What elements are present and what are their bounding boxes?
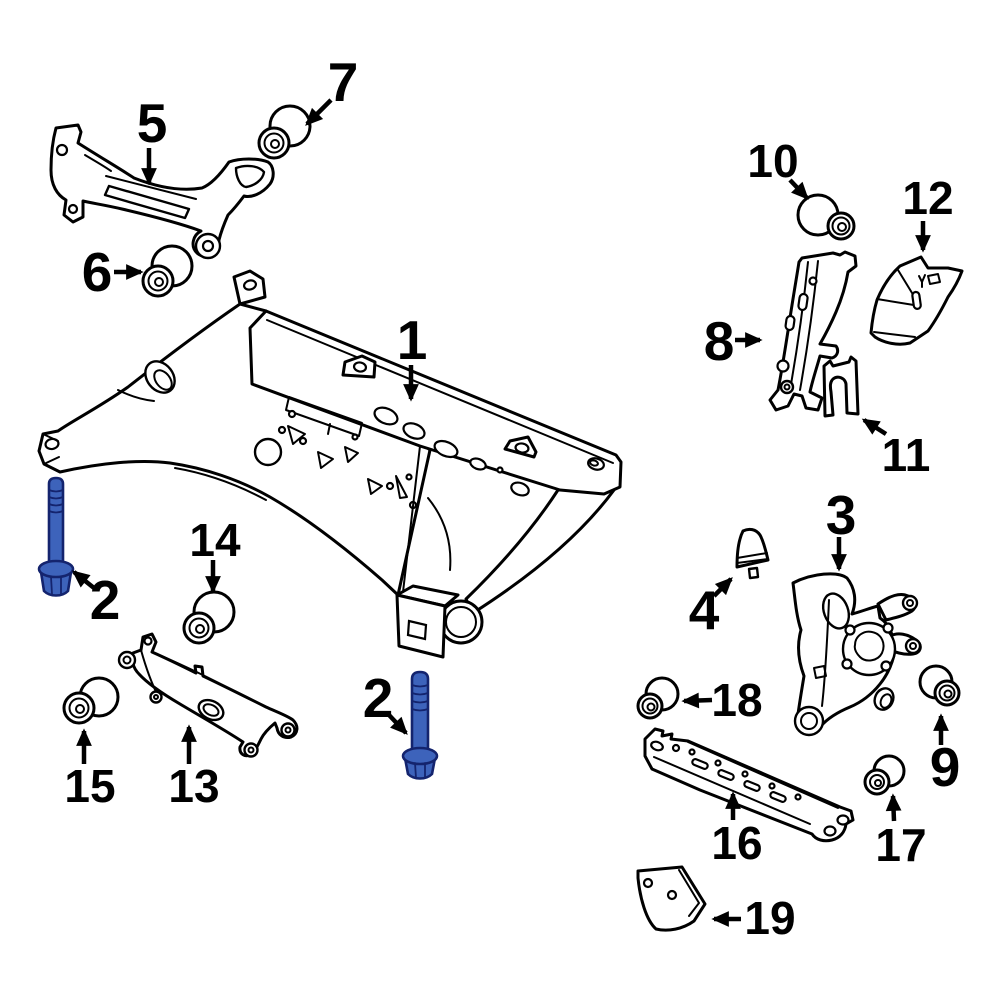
callout-10-label: 10 [747,135,798,187]
callout-17-label: 17 [875,819,926,871]
callout-2-left-label: 2 [90,569,121,631]
support-rail-drawing [643,727,855,843]
retainer-clip-drawing [822,355,860,418]
callout-10-arrow [788,178,809,200]
callout-6: 6 [82,241,144,303]
callout-13-label: 13 [168,760,219,812]
callout-7-label: 7 [328,51,359,113]
bump-stop-drawing [735,527,770,580]
callout-2-center-arrow [387,713,408,735]
callout-19: 19 [711,892,796,944]
callout-16-label: 16 [711,817,762,869]
crossmember-drawing [37,269,623,659]
callout-16: 16 [711,791,763,869]
callout-2-left-arrow [71,570,96,590]
bushing-9-drawing [918,664,961,707]
callout-4: 4 [689,577,733,641]
trailing-arm-drawing [768,250,858,412]
heat-shield-drawing [636,865,707,932]
knuckle-shield-drawing [869,255,964,346]
callout-9-label: 9 [930,736,961,798]
callout-6-label: 6 [82,241,113,303]
lower-control-arm-drawing [117,632,299,758]
callout-14: 14 [189,514,241,594]
callout-1: 1 [397,309,428,402]
callout-4-label: 4 [689,579,720,641]
rear-knuckle-drawing [791,572,922,737]
callout-2-left: 2 [71,569,121,631]
frame-boss [253,437,283,467]
callout-15-label: 15 [64,760,115,812]
callout-7: 7 [305,51,359,126]
callout-11: 11 [861,418,931,481]
callout-3: 3 [826,484,857,572]
callout-9: 9 [930,713,961,798]
callout-18: 18 [681,674,763,726]
bushing-6-drawing [141,244,194,298]
callout-13: 13 [168,724,220,812]
bushing-7-drawing [257,104,312,160]
callout-3-label: 3 [826,484,857,546]
callout-2-center: 2 [363,667,408,735]
bushing-18-drawing [636,676,680,720]
callout-12: 12 [902,172,954,253]
callout-18-arrow [681,692,713,709]
callout-15: 15 [64,728,116,812]
callout-8: 8 [704,310,763,372]
bolt-2-center-drawing [401,670,439,780]
bushing-14-drawing [182,590,236,645]
callout-11-arrow [861,418,888,436]
callout-18-label: 18 [711,674,762,726]
upper-control-arm-drawing [49,123,275,260]
callout-5: 5 [137,92,168,186]
callout-8-label: 8 [704,310,735,372]
callout-2-center-label: 2 [363,667,394,729]
callout-19-label: 19 [744,892,795,944]
callout-14-label: 14 [189,514,241,566]
callout-10: 10 [747,135,809,200]
bushing-15-drawing [62,676,120,725]
bushing-10-drawing [796,193,856,241]
callout-17-arrow [885,793,902,822]
callout-17: 17 [875,793,927,871]
bushing-17-drawing [863,754,906,796]
callout-12-label: 12 [902,172,953,224]
callout-11-label: 11 [882,429,931,481]
callout-1-label: 1 [397,309,428,371]
callout-4-arrow [712,577,733,598]
callout-7-arrow [305,98,333,126]
callout-5-label: 5 [137,92,168,154]
bolt-2-left-drawing [37,476,75,597]
